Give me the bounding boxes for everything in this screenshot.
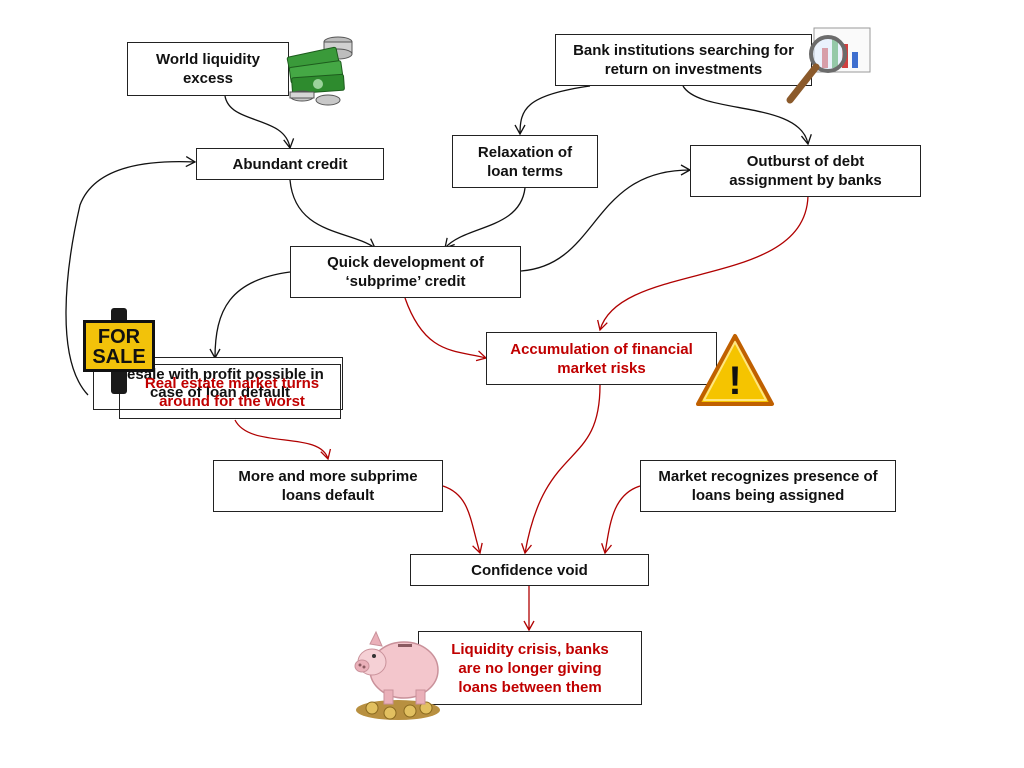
arrow-subprime-to-resale bbox=[209, 271, 291, 360]
arrow-bank-to-outburst bbox=[682, 85, 812, 146]
sign-line-1: FOR bbox=[97, 326, 141, 348]
node-relaxation: Relaxation of loan terms bbox=[452, 135, 598, 188]
sign-line-2: SALE bbox=[92, 346, 146, 368]
arrow-bank-to-relaxation bbox=[514, 85, 591, 136]
node-outburst: Outburst of debt assignment by banks bbox=[690, 145, 921, 197]
arrow-relaxation-to-subprime bbox=[444, 187, 526, 250]
node-world-liquidity: World liquidity excess bbox=[127, 42, 289, 96]
warning-triangle-icon: ! bbox=[696, 334, 774, 406]
node-real-estate-text: Real estate market turns around for the … bbox=[144, 375, 320, 410]
warning-symbol: ! bbox=[728, 359, 741, 403]
for-sale-sign-icon: FOR SALE bbox=[80, 308, 160, 394]
node-market-recognizes: Market recognizes presence of loans bein… bbox=[640, 460, 896, 512]
arrow-liquidity-to-credit bbox=[224, 95, 295, 150]
arrow-outburst-to-accumulation bbox=[597, 195, 809, 332]
arrow-market-to-confidence bbox=[601, 485, 641, 555]
node-more-subprime: More and more subprime loans default bbox=[213, 460, 443, 512]
node-quick-development: Quick development of ‘subprime’ credit bbox=[290, 246, 521, 298]
arrow-resale-to-credit bbox=[65, 156, 197, 396]
arrow-subprime-default-to-confidence bbox=[442, 485, 483, 555]
arrow-accumulation-to-confidence bbox=[521, 384, 601, 555]
node-resale-text: Resale with profit possible in case of l… bbox=[116, 366, 324, 401]
magnifier-chart-icon bbox=[786, 27, 871, 104]
piggy-bank-icon bbox=[354, 630, 440, 720]
node-abundant-credit: Abundant credit bbox=[196, 148, 384, 180]
money-stack-icon bbox=[286, 36, 353, 106]
arrow-realestate-to-subprime-default bbox=[234, 419, 332, 461]
node-bank-institutions: Bank institutions searching for return o… bbox=[555, 34, 812, 86]
arrow-subprime-to-accumulation bbox=[404, 297, 488, 362]
arrow-subprime-to-outburst bbox=[520, 164, 692, 272]
node-liquidity-crisis: Liquidity crisis, banks are no longer gi… bbox=[418, 631, 642, 705]
node-confidence-void: Confidence void bbox=[410, 554, 649, 586]
node-accumulation: Accumulation of financial market risks bbox=[486, 332, 717, 385]
arrow-credit-to-subprime bbox=[289, 179, 377, 249]
